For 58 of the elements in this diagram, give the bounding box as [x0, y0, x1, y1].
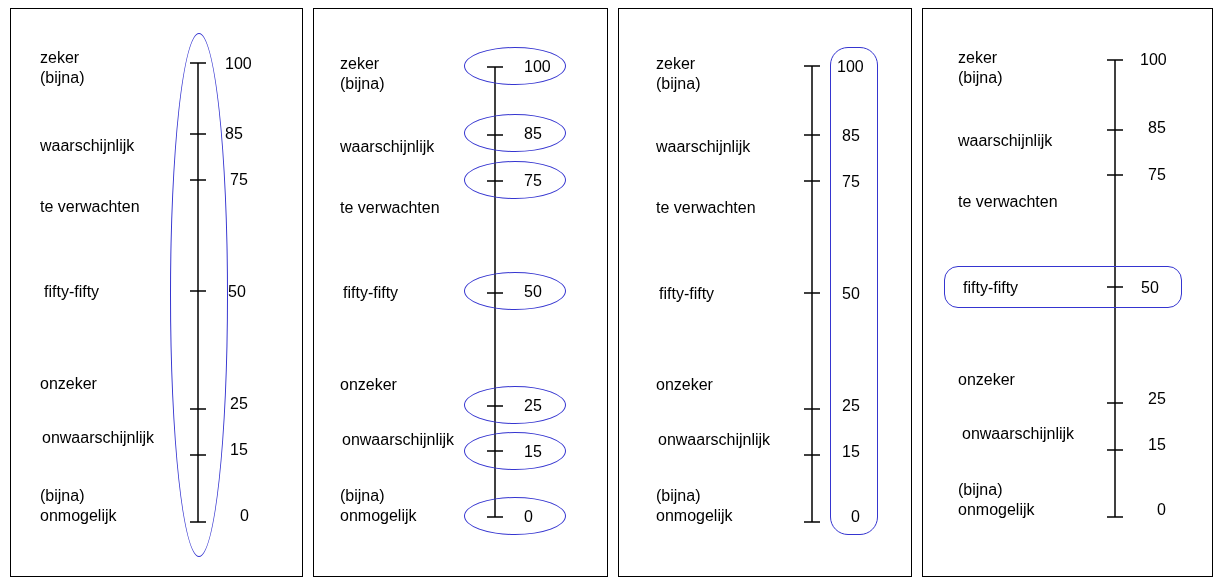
percentage-value: 25: [524, 396, 542, 416]
likelihood-label: (bijna) onmogelijk: [340, 486, 418, 526]
percentage-value: 75: [842, 172, 860, 192]
percentage-value: 15: [1148, 435, 1166, 455]
likelihood-label: zeker (bijna): [40, 48, 86, 88]
likelihood-label: zeker (bijna): [958, 48, 1004, 88]
likelihood-label: (bijna) onmogelijk: [958, 480, 1036, 520]
likelihood-label: (bijna) onmogelijk: [40, 486, 118, 526]
percentage-value: 75: [230, 170, 248, 190]
percentage-value: 0: [1157, 500, 1166, 520]
percentage-value: 75: [524, 171, 542, 191]
likelihood-label: onwaarschijnlijk: [342, 430, 455, 450]
likelihood-label: (bijna) onmogelijk: [656, 486, 734, 526]
likelihood-label: onzeker: [656, 375, 713, 395]
likelihood-label: zeker (bijna): [656, 54, 702, 94]
likelihood-label: fifty-fifty: [659, 284, 715, 304]
percentage-value: 50: [842, 284, 860, 304]
percentage-value: 100: [225, 54, 252, 74]
percentage-value: 50: [228, 282, 246, 302]
percentage-value: 0: [240, 506, 249, 526]
highlight-frame: [944, 266, 1182, 308]
likelihood-label: onzeker: [958, 370, 1015, 390]
likelihood-label: te verwachten: [958, 192, 1058, 212]
percentage-value: 85: [225, 124, 243, 144]
likelihood-label: waarschijnlijk: [40, 136, 135, 156]
likelihood-label: zeker (bijna): [340, 54, 386, 94]
likelihood-label: onwaarschijnlijk: [42, 428, 155, 448]
likelihood-label: onwaarschijnlijk: [962, 424, 1075, 444]
percentage-value: 15: [230, 440, 248, 460]
likelihood-label: te verwachten: [656, 198, 756, 218]
percentage-value: 0: [851, 507, 860, 527]
percentage-value: 85: [1148, 118, 1166, 138]
percentage-value: 75: [1148, 165, 1166, 185]
likelihood-label: fifty-fifty: [343, 283, 399, 303]
likelihood-label: onzeker: [340, 375, 397, 395]
likelihood-label: onzeker: [40, 374, 97, 394]
highlight-frame: [830, 47, 878, 535]
likelihood-label: waarschijnlijk: [958, 131, 1053, 151]
percentage-value: 100: [837, 57, 864, 77]
likelihood-label: onwaarschijnlijk: [658, 430, 771, 450]
percentage-value: 25: [230, 394, 248, 414]
likelihood-label: waarschijnlijk: [340, 137, 435, 157]
likelihood-label: te verwachten: [340, 198, 440, 218]
likelihood-label: fifty-fifty: [44, 282, 100, 302]
percentage-value: 15: [524, 442, 542, 462]
likelihood-label: te verwachten: [40, 197, 140, 217]
percentage-value: 100: [524, 57, 551, 77]
likelihood-label: waarschijnlijk: [656, 137, 751, 157]
percentage-value: 100: [1140, 50, 1167, 70]
percentage-value: 50: [524, 282, 542, 302]
percentage-value: 85: [524, 124, 542, 144]
percentage-value: 85: [842, 126, 860, 146]
percentage-value: 15: [842, 442, 860, 462]
percentage-value: 0: [524, 507, 533, 527]
percentage-value: 25: [842, 396, 860, 416]
percentage-value: 50: [1141, 278, 1159, 298]
percentage-value: 25: [1148, 389, 1166, 409]
likelihood-label: fifty-fifty: [963, 278, 1019, 298]
